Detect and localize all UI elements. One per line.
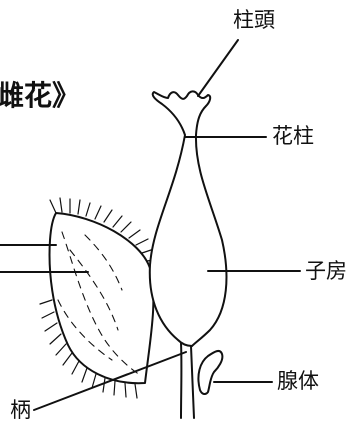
- gland: [197, 349, 224, 396]
- label-gland: 腺体: [277, 369, 319, 393]
- label-stigma: 柱頭: [233, 8, 275, 32]
- diagram-title: 雌花》: [0, 79, 81, 112]
- bract-hairs-top: [49, 197, 160, 262]
- bract-vein: [69, 249, 119, 331]
- bract: [39, 197, 160, 399]
- bract-hairs-bottom: [39, 299, 138, 399]
- bract-vein-2: [57, 299, 113, 361]
- pistil-outline: [148, 90, 228, 347]
- gland-outline: [197, 349, 224, 396]
- leader-stalk: [33, 351, 187, 411]
- leader-stigma: [197, 39, 239, 97]
- label-style: 花柱: [272, 124, 314, 148]
- pistil: [148, 90, 228, 419]
- bract-outline: [48, 212, 155, 385]
- bract-vein-3: [84, 234, 123, 291]
- leader-lines: [0, 39, 301, 411]
- label-ovary: 子房: [305, 259, 347, 283]
- pistil-stalk-right: [190, 345, 195, 419]
- bract-midrib: [61, 231, 141, 376]
- label-stalk: 柄: [10, 398, 31, 422]
